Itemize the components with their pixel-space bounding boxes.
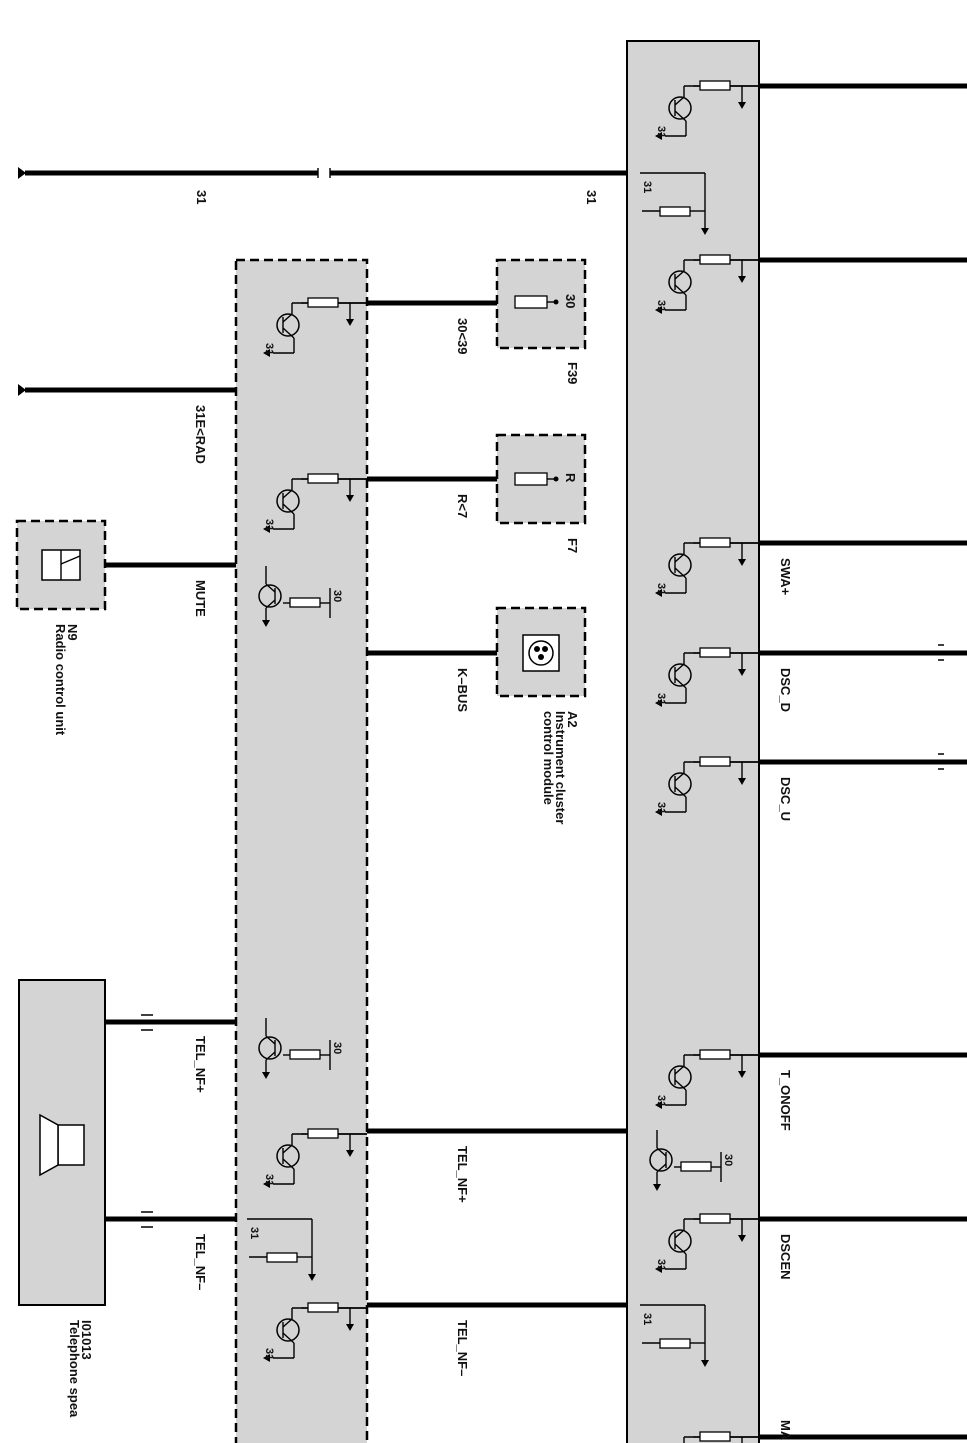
pin-label: 31 (641, 181, 653, 193)
tel-nf-minus-left-label: TEL_NF– (193, 1234, 208, 1290)
pin-label: 31 (655, 1259, 667, 1271)
pin-label: 31 (263, 519, 275, 531)
fuse-id-label: F39 (565, 362, 580, 384)
pin-label: 31 (655, 802, 667, 814)
fuse-wire-label: 30<39 (455, 318, 470, 355)
dsc-u-label: DSC_U (778, 777, 793, 821)
right-control-module-box (626, 40, 760, 1443)
ground-resistor-icon: 31 (247, 1218, 316, 1281)
pin-label: 31 (263, 343, 275, 355)
transistor-icon: 30 (258, 1018, 343, 1079)
transistor-icon: 31 (263, 473, 367, 533)
relay-icon (514, 472, 559, 486)
pin-label: 31 (655, 300, 667, 312)
ground-arrow-icon (18, 384, 26, 396)
pin-label: 30 (331, 1042, 343, 1054)
relay-id-label: F7 (565, 538, 580, 553)
relay-wire-label: R<7 (455, 494, 470, 518)
dsc-d-label: DSC_D (778, 668, 793, 712)
transistor-icon: 30 (258, 566, 343, 627)
ground-arrow-icon (18, 167, 26, 179)
pin-label: 31 (641, 1313, 653, 1325)
transistor-icon: 30 (649, 1130, 734, 1191)
swa-label: SWA+ (778, 558, 793, 596)
fuse-pin-label: 30 (563, 294, 578, 308)
transistor-stages: 31 31 31 31 31 31 31 31 31 31 31 31 30 30 30 31 31 31 (247, 80, 759, 1443)
transistor-icon: 31 (655, 80, 759, 140)
radio-name-label: Radio control unit (53, 624, 68, 736)
pin-label: 30 (722, 1154, 734, 1166)
transistor-icon: 31 (263, 1128, 367, 1188)
transistor-icon: 31 (655, 647, 759, 707)
speaker-name-label: Telephone spea (67, 1320, 82, 1418)
ground-resistor-icon: 31 (640, 172, 709, 235)
transistor-icon: 31 (683, 1431, 759, 1443)
pin-label: 31 (263, 1348, 275, 1360)
transistor-icon: 31 (655, 537, 759, 597)
radio-id-label: N9 (65, 624, 80, 641)
ground-label-left: 31 (194, 190, 209, 204)
connector-break-icon (141, 168, 944, 1228)
pin-label: 31 (655, 693, 667, 705)
pin-label: 31 (248, 1227, 260, 1239)
radio-icon (41, 549, 81, 581)
instrument-cluster-icon (522, 634, 560, 672)
pin-label: 31 (655, 1095, 667, 1107)
transistor-icon: 31 (655, 1049, 759, 1109)
relay-pin-label: R (563, 473, 578, 483)
mute-label: MUTE (193, 580, 208, 617)
tel-nf-minus-mid-label: TEL_NF– (455, 1320, 470, 1376)
transistor-icon: 31 (655, 254, 759, 314)
transistor-icon: 31 (263, 297, 367, 357)
transistor-icon: 31 (655, 756, 759, 816)
pin-label: 31 (655, 126, 667, 138)
speaker-id-label: I01013 (79, 1320, 94, 1360)
kbus-label: K–BUS (455, 668, 470, 712)
speaker-icon (39, 1113, 85, 1177)
middle-module-box (234, 258, 369, 1443)
pin-label: 31 (263, 1174, 275, 1186)
tel-nf-plus-mid-label: TEL_NF+ (455, 1146, 470, 1203)
cluster-name-label-2: control module (541, 711, 556, 805)
transistor-icon: 31 (263, 1302, 367, 1362)
ma-label: MA (778, 1420, 793, 1441)
tel-nf-plus-left-label: TEL_NF+ (193, 1036, 208, 1093)
fuse-icon (514, 295, 559, 309)
dscen-label: DSCEN (778, 1234, 793, 1280)
t-onoff-label: T_ONOFF (778, 1070, 793, 1131)
transistor-icon: 31 (655, 1213, 759, 1273)
cluster-id-label: A2 (565, 711, 580, 728)
pin-label: 31 (655, 583, 667, 595)
ground-resistor-icon: 31 (640, 1304, 709, 1367)
cluster-name-label-1: Instrument cluster (553, 711, 568, 824)
ground-label-right: 31 (584, 190, 599, 204)
ground-rad-label: 31E<RAD (193, 405, 208, 464)
pin-label: 30 (331, 590, 343, 602)
